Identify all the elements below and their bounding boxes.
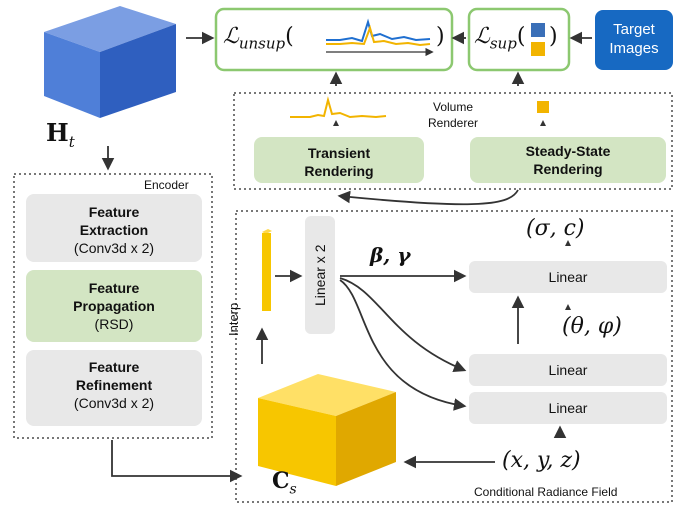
theta-phi-label: (θ, φ) [562,314,622,339]
linear-x2-label: Linear x 2 [312,244,328,306]
ht-label: Ht [46,118,75,151]
sup-loss-close-paren: ) [549,24,558,49]
target-images-box [595,10,673,70]
target-pixel-icon [531,23,545,37]
unsup-loss-formula: ℒunsup( [223,24,294,53]
cs-volume-icon [258,374,396,486]
unsup-loss-close-paren: ) [436,24,445,49]
transient-signal-icon [326,18,434,57]
linear-bot-block [469,392,667,424]
transient-output-signal [290,96,387,119]
radiance-field-title: Conditional Radiance Field [474,485,618,499]
target-images-label: Target Images [609,21,659,57]
predicted-pixel-icon [531,42,545,56]
xyz-label: (x, y, z) [502,448,581,473]
connection-arrows [101,31,592,483]
linear-top-block [469,261,667,293]
sigma-c-label: (σ, c) [526,216,585,241]
steady-state-rendering-block: Steady-State Rendering [470,137,666,183]
ht-volume-icon [44,6,176,118]
linear-mid-block [469,354,667,386]
volume-renderer-title: Volume Renderer [427,100,479,130]
beta-gamma-label: β, γ [370,243,411,267]
volume-renderer-frame [233,92,673,190]
cs-label: Cs [272,468,297,498]
feature-extraction-block: Feature Extraction (Conv3d x 2) [26,194,202,262]
feature-refinement-block: Feature Refinement (Conv3d x 2) [26,350,202,426]
sup-loss-formula: ℒsup( [474,24,526,53]
linear-x2-block [305,216,335,334]
linear-top-label: Linear [548,269,588,285]
linear-mid-label: Linear [548,362,588,378]
steady-output-pixel [537,101,549,113]
encoder-title: Encoder [144,178,189,192]
radiance-field-frame [235,210,673,503]
interp-label: Interp [226,302,241,336]
feature-vector-icon [262,229,272,311]
encoder-frame [13,173,213,439]
linear-bot-label: Linear [548,400,588,416]
transient-rendering-block: Transient Rendering [254,137,424,183]
feature-propagation-block: Feature Propagation (RSD) [26,270,202,342]
